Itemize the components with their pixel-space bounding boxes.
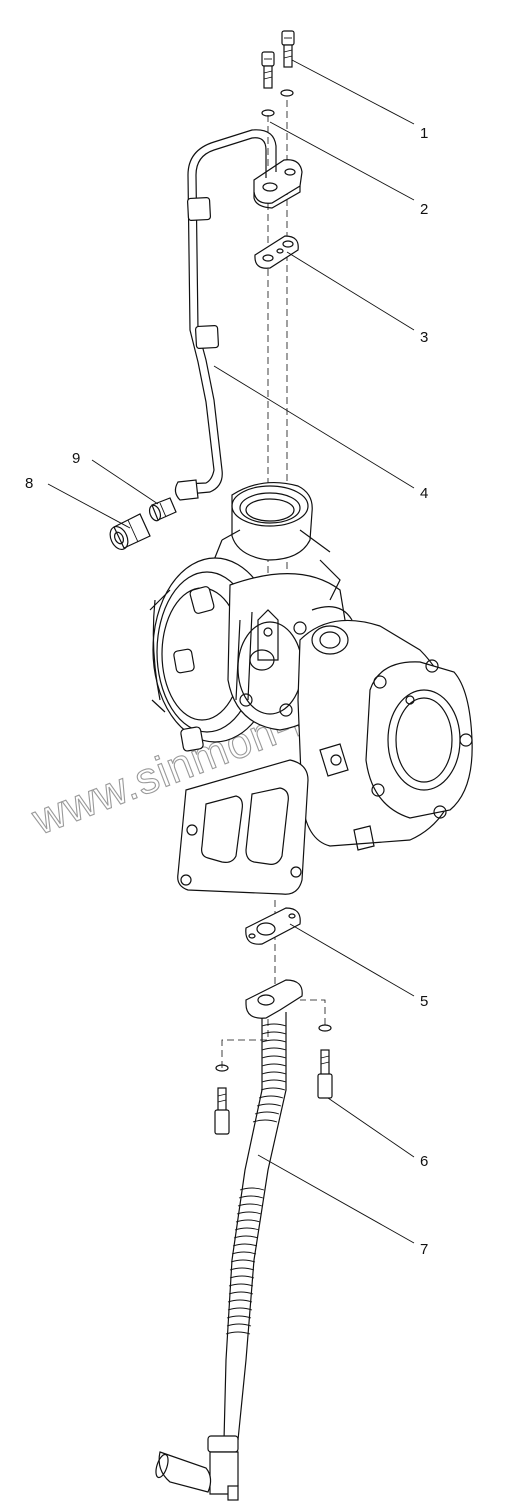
callout-9: 9 — [72, 450, 80, 467]
callout-1: 1 — [420, 125, 428, 142]
callout-3: 3 — [420, 329, 428, 346]
turbocharger-body — [149, 481, 473, 895]
part-7-return-pipe — [155, 979, 303, 1501]
leader-lines — [47, 59, 415, 1244]
part-3-gasket — [254, 235, 299, 269]
callout-numbers: 1 2 3 4 5 6 7 8 9 — [25, 125, 428, 1258]
part-6-studs — [214, 1024, 333, 1135]
part-1-bolts — [261, 30, 295, 117]
part-5-gasket — [245, 907, 301, 945]
callout-8: 8 — [25, 475, 33, 492]
part-8-fitting — [109, 513, 151, 550]
callout-6: 6 — [420, 1153, 428, 1170]
callout-5: 5 — [420, 993, 428, 1010]
callout-4: 4 — [420, 485, 428, 502]
part-9-fitting — [148, 497, 177, 522]
part-4-feed-pipe — [174, 129, 277, 501]
callout-7: 7 — [420, 1241, 428, 1258]
part-2-feed-flange — [253, 159, 303, 209]
callout-2: 2 — [420, 201, 428, 218]
return-pipe-corrugation — [225, 1023, 287, 1335]
